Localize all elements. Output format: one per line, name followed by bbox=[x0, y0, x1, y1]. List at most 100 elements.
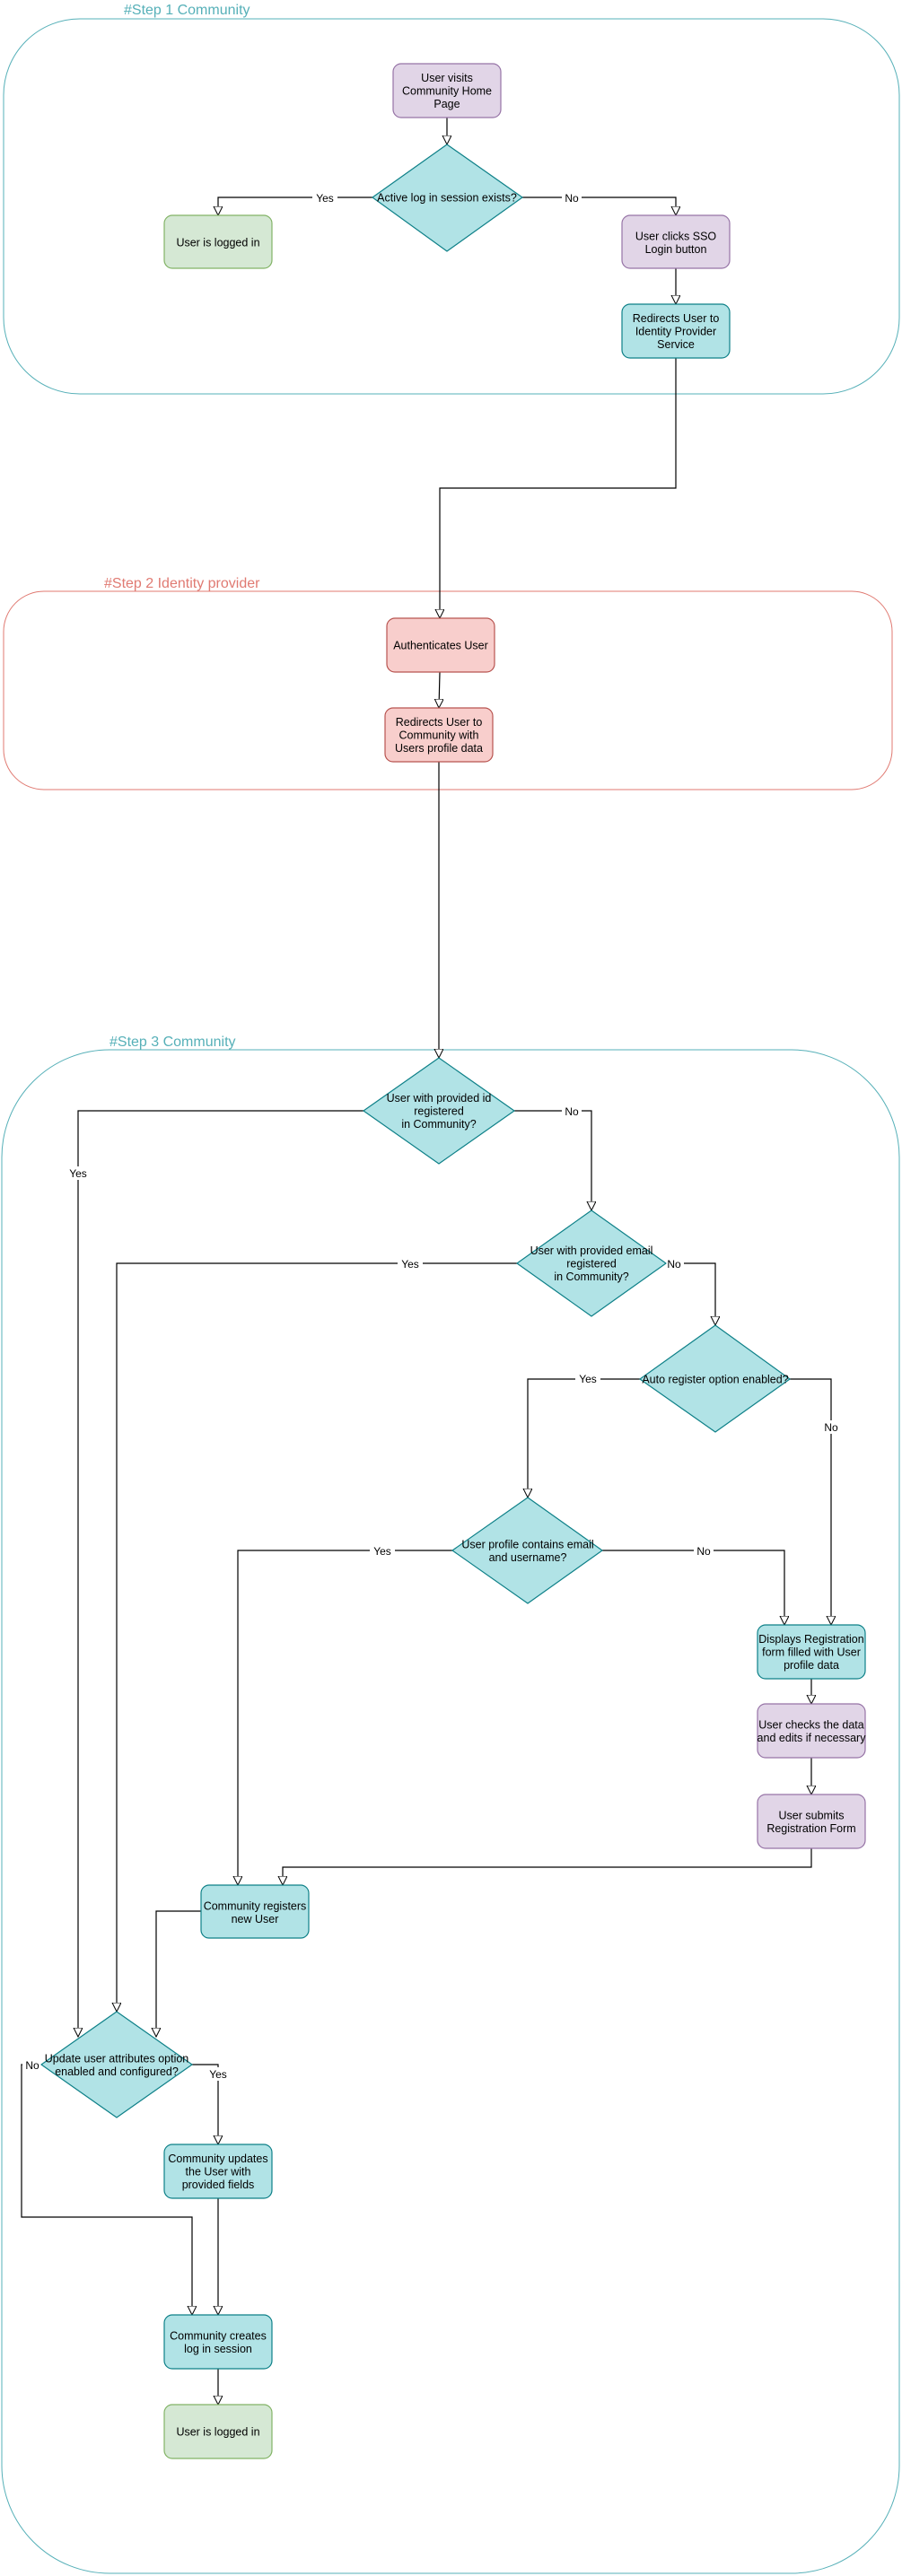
edge-profile-no bbox=[602, 1550, 784, 1625]
node-logged-in-1-label: User is logged in bbox=[176, 237, 259, 249]
edge-label-auto-yes-text: Yes bbox=[579, 1373, 597, 1385]
edge-label-profile-yes-text: Yes bbox=[373, 1545, 391, 1558]
node-auto-register: Auto register option enabled? bbox=[639, 1324, 791, 1433]
edge-label-profile-no: No bbox=[694, 1544, 714, 1558]
node-profile-contains-shape bbox=[451, 1497, 603, 1604]
edge-label-update-yes: Yes bbox=[206, 2067, 231, 2081]
edge-labels: Yes No Yes No Yes No Yes No bbox=[22, 191, 841, 2081]
lane-step1-title: #Step 1 Community bbox=[124, 3, 250, 18]
edge-email-yes bbox=[117, 1262, 517, 2012]
edge-label-session-no-text: No bbox=[565, 192, 579, 205]
node-logged-in-1-box bbox=[163, 214, 273, 269]
edge-label-id-yes: Yes bbox=[66, 1166, 91, 1180]
edge-label-profile-yes: Yes bbox=[370, 1544, 395, 1558]
node-active-session-label: Active log in session exists? bbox=[377, 192, 517, 205]
edge-label-auto-no-text: No bbox=[824, 1421, 838, 1434]
node-update-attrs-shape bbox=[40, 2011, 193, 2118]
edge-label-id-yes-text: Yes bbox=[69, 1167, 87, 1180]
node-create-session-box bbox=[163, 2314, 273, 2370]
lane-step3-border bbox=[1, 1049, 900, 2574]
node-auto-register-label: Auto register option enabled? bbox=[642, 1374, 788, 1386]
edge-session-no bbox=[522, 196, 676, 215]
edge-profile-yes bbox=[238, 1550, 452, 1885]
node-authenticate: Authenticates User bbox=[386, 617, 495, 673]
edge-label-email-yes-text: Yes bbox=[401, 1258, 419, 1271]
node-check-data-box bbox=[757, 1703, 866, 1759]
node-active-session-shape bbox=[372, 144, 523, 252]
node-logged-in-1: User is logged in bbox=[163, 214, 273, 269]
node-display-form-box bbox=[757, 1624, 866, 1680]
node-updates-user-box bbox=[163, 2144, 273, 2199]
node-authenticate-label: Authenticates User bbox=[393, 640, 488, 652]
edge-update-yes bbox=[192, 2064, 218, 2144]
lane-step3-title: #Step 3 Community bbox=[109, 1035, 236, 1050]
lane-step2-title: #Step 2 Identity provider bbox=[104, 576, 260, 591]
edge-label-email-yes: Yes bbox=[398, 1257, 423, 1271]
lane-step3: #Step 3 Community bbox=[1, 1035, 900, 2574]
node-redirect-community-box bbox=[384, 707, 494, 763]
edge-label-email-no-text: No bbox=[667, 1258, 681, 1271]
edge-label-update-no: No bbox=[22, 2058, 42, 2072]
node-visit-home-box bbox=[392, 63, 502, 118]
lane-step1-border bbox=[3, 18, 900, 395]
node-auto-register-shape bbox=[639, 1324, 791, 1433]
lane-step2: #Step 2 Identity provider bbox=[3, 576, 893, 790]
edge-label-id-no: No bbox=[562, 1105, 582, 1118]
edge-label-auto-no: No bbox=[821, 1420, 841, 1434]
edge-label-update-yes-text: Yes bbox=[209, 2068, 227, 2081]
edge-auto-yes bbox=[528, 1378, 640, 1498]
edge-id-yes bbox=[78, 1110, 363, 2037]
node-click-sso-box bbox=[621, 214, 731, 269]
edge-label-id-no-text: No bbox=[565, 1105, 579, 1118]
node-active-session: Active log in session exists? bbox=[372, 144, 523, 252]
node-logged-in-2: User is logged in bbox=[163, 2404, 273, 2459]
edge-label-email-no: No bbox=[664, 1257, 684, 1271]
edge-label-update-no-text: No bbox=[25, 2059, 39, 2072]
node-logged-in-2-box bbox=[163, 2404, 273, 2459]
edge-label-session-yes: Yes bbox=[312, 191, 337, 205]
edge-label-profile-no-text: No bbox=[696, 1545, 711, 1558]
edge-submit-to-register bbox=[283, 1848, 812, 1885]
node-registers-user-box bbox=[200, 1884, 310, 1939]
lane-step1: #Step 1 Community bbox=[3, 3, 900, 395]
edge-email-no bbox=[666, 1262, 715, 1325]
node-email-registered-shape bbox=[516, 1209, 667, 1317]
edge-auto-no bbox=[790, 1378, 831, 1625]
edge-register-to-update bbox=[156, 1910, 201, 2037]
edge-label-session-no: No bbox=[562, 191, 582, 205]
edge-redirect-to-auth bbox=[440, 358, 677, 618]
edge-label-auto-yes: Yes bbox=[575, 1372, 600, 1385]
lane-step2-border bbox=[3, 590, 893, 790]
node-redirect-idp-box bbox=[621, 303, 731, 359]
node-submit-form-box bbox=[757, 1794, 866, 1849]
node-authenticate-box bbox=[386, 617, 495, 673]
